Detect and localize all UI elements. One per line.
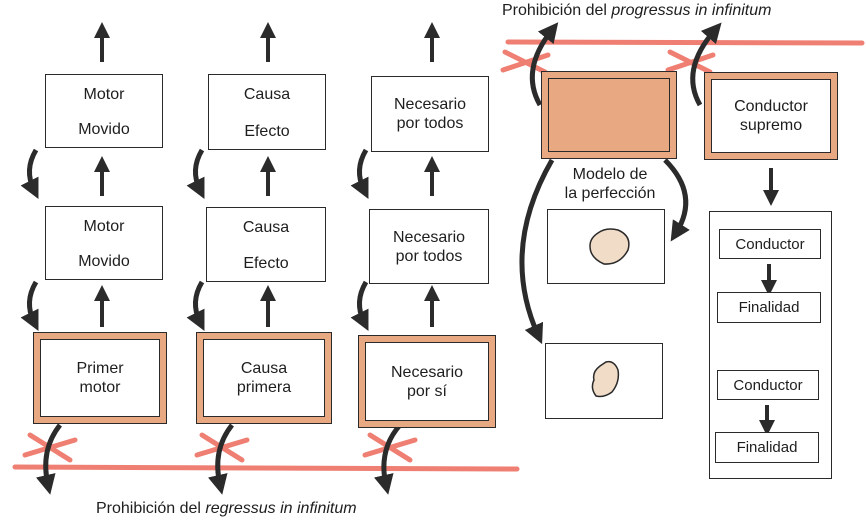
- box-text: Motor: [83, 218, 125, 235]
- curved-arrow: [350, 148, 369, 199]
- curved-arrow: [186, 148, 205, 199]
- box-text: Necesario: [393, 96, 467, 113]
- box-text: por todos: [395, 247, 463, 265]
- curved-arrow: [186, 280, 205, 331]
- frame-inner: Conductor supremo: [711, 79, 831, 153]
- box-text: motor: [79, 379, 121, 396]
- box-text: Movido: [78, 253, 130, 270]
- causa-efecto-box-upper: Causa Efecto: [208, 74, 326, 150]
- box-text: Movido: [78, 121, 130, 138]
- causa-efecto-box-middle: Causa Efecto: [206, 207, 326, 282]
- perfection-model-box: [541, 71, 677, 159]
- necesario-todos-box-middle: Necesario por todos: [369, 209, 489, 284]
- box-text: Causa: [240, 360, 288, 377]
- imperfect-shape-1: [589, 228, 630, 265]
- regressus-prohibition-line: [12, 464, 520, 472]
- finalidad-box-2: Finalidad: [715, 432, 819, 463]
- progressus-arrow: [529, 22, 559, 107]
- box-text: Efecto: [244, 123, 290, 140]
- regressus-arrow: [374, 423, 402, 495]
- box-text: Conductor: [733, 376, 803, 394]
- progressus-caption: Prohibición del progressus in infinitum: [502, 2, 771, 20]
- caption-italic: regressus in infinitum: [205, 500, 357, 517]
- box-text: supremo: [739, 117, 803, 134]
- progressus-prohibition-line: [505, 39, 865, 46]
- imperfect-copy-box-1: [547, 209, 665, 284]
- curved-arrow: [20, 280, 39, 331]
- perfection-label-line1: Modelo de: [572, 166, 648, 183]
- box-text: Causa: [243, 86, 291, 103]
- perfection-arrow-left: [519, 158, 555, 345]
- regressus-arrow: [208, 423, 234, 495]
- box-text: Finalidad: [736, 439, 798, 456]
- conductor-box-2: Conductor: [717, 370, 819, 400]
- box-text: Efecto: [243, 255, 289, 272]
- box-text: por todos: [396, 115, 464, 132]
- box-text: Motor: [83, 86, 125, 103]
- motor-movido-box-upper: Motor Movido: [45, 74, 163, 148]
- prohibition-cross-3: [362, 432, 418, 463]
- conductor-box-1: Conductor: [719, 229, 821, 259]
- box-text: Finalidad: [738, 299, 800, 316]
- perfection-label-line2: la perfección: [564, 185, 656, 202]
- curved-arrow: [350, 280, 369, 331]
- prohibition-cross-5: [665, 49, 716, 75]
- box-text: Necesario: [390, 363, 464, 381]
- progressus-arrow: [690, 22, 722, 107]
- prohibition-cross-4: [500, 49, 551, 75]
- caption-italic: progressus in infinitum: [611, 2, 772, 19]
- conductor-supremo-box: Conductor supremo: [704, 72, 838, 160]
- causa-primera-box: Causa primera: [196, 332, 332, 424]
- caption-prefix: Prohibición del: [96, 500, 201, 517]
- box-text: Causa: [242, 219, 290, 236]
- frame-inner: Necesario por sí: [365, 342, 489, 421]
- regressus-arrow: [36, 423, 62, 495]
- box-text: por sí: [406, 382, 447, 400]
- box-text: Conductor: [735, 235, 805, 253]
- box-text: Necesario: [392, 228, 466, 246]
- box-text: primera: [236, 379, 292, 396]
- perfection-arrow-right: [663, 158, 690, 242]
- necesario-todos-box-upper: Necesario por todos: [371, 76, 489, 152]
- motor-movido-box-middle: Motor Movido: [45, 206, 163, 280]
- imperfect-copy-box-2: [545, 343, 663, 419]
- necesario-por-si-box: Necesario por sí: [358, 335, 496, 428]
- perfection-label: Modelo de la perfección: [548, 165, 672, 203]
- box-text: Primer: [76, 360, 124, 377]
- finalidad-box-1: Finalidad: [717, 292, 821, 323]
- box-text: Conductor: [734, 98, 808, 115]
- imperfect-shape-2: [591, 360, 620, 398]
- caption-prefix: Prohibición del: [502, 2, 607, 19]
- frame-inner: Primer motor: [40, 339, 160, 417]
- governor-container: [709, 211, 832, 479]
- curved-arrow: [20, 148, 39, 199]
- frame-inner: Causa primera: [203, 339, 325, 417]
- frame-inner: [548, 78, 670, 152]
- primer-motor-box: Primer motor: [33, 332, 167, 424]
- regressus-caption: Prohibición del regressus in infinitum: [96, 500, 357, 518]
